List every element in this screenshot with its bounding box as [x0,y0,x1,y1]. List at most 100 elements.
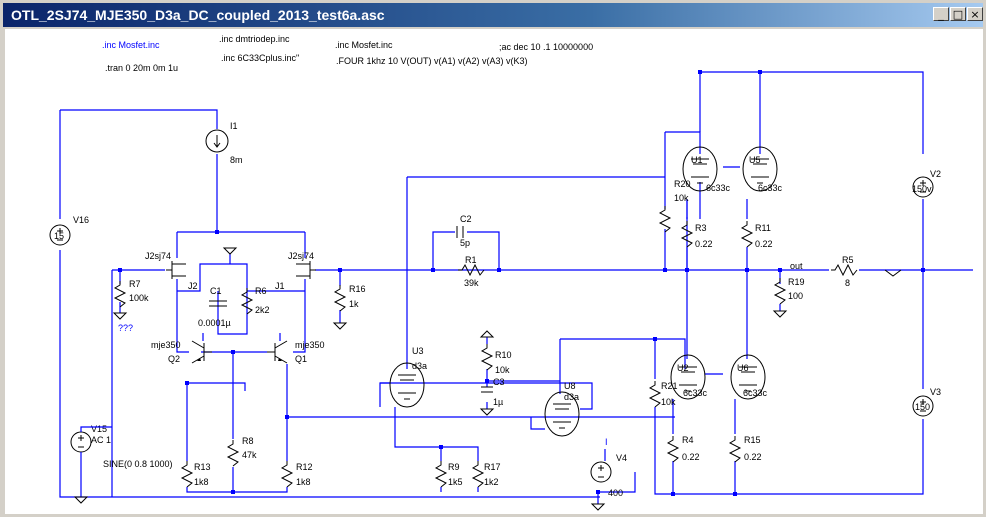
resistor-r5[interactable]: R5 8 [829,255,859,288]
ground-symbol [74,496,88,504]
resistor-r16[interactable]: R16 1k [334,284,366,312]
svg-text:V2: V2 [930,169,941,179]
svg-text:U2: U2 [677,363,689,373]
svg-text:1k: 1k [349,299,359,309]
svg-text:U1: U1 [691,155,703,165]
svg-text:R9: R9 [448,462,460,472]
svg-text:10k: 10k [661,397,676,407]
resistor-r7[interactable]: R7 100k [114,279,149,308]
resistor-r9[interactable]: R9 1k5 [435,460,463,488]
resistor-r6[interactable]: R6 2k2 [241,286,270,315]
svg-text:R12: R12 [296,462,313,472]
resistor-r1[interactable]: R1 39k [457,255,485,288]
tube-u1[interactable]: U1 6c33c [682,146,731,193]
resistor-r8[interactable]: R8 47k [227,436,257,467]
current-source-i1[interactable]: I1 8m [205,121,243,165]
resistor-r12[interactable]: R12 1k8 [281,460,313,488]
tube-u8[interactable]: U8 d3a [544,381,580,437]
resistor-r3[interactable]: R3 0.22 [681,220,713,249]
svg-text:Q1: Q1 [295,354,307,364]
svg-text:C2: C2 [460,214,472,224]
resistor-r11[interactable]: R11 0.22 [741,220,773,249]
svg-text:R4: R4 [682,435,694,445]
svg-text:R5: R5 [842,255,854,265]
svg-text:R8: R8 [242,436,254,446]
svg-text:10k: 10k [674,193,689,203]
svg-text:10k: 10k [495,365,510,375]
voltage-source-v2[interactable]: V2 150v [910,159,941,199]
jfet-j1[interactable]: J2sj74 J1 [275,251,317,291]
svg-text:6c33c: 6c33c [706,183,731,193]
directive-inc-mosfet-2: .inc Mosfet.inc [335,40,393,50]
wiring [59,71,973,504]
jfet-j2[interactable]: J2sj74 J2 [145,251,198,291]
svg-text:47k: 47k [242,450,257,460]
schematic-canvas[interactable]: .inc Mosfet.inc .tran 0 20m 0m 1u .inc d… [5,29,983,514]
ground-symbol [591,503,605,511]
svg-text:J2: J2 [188,281,198,291]
ground-symbol [480,408,494,416]
net-label-unknown: ??? [118,323,133,333]
svg-text:R19: R19 [788,277,805,287]
tube-u5[interactable]: U5 6c33c [742,146,783,193]
svg-text:5p: 5p [460,238,470,248]
svg-text:J2sj74: J2sj74 [288,251,314,261]
svg-text:1k5: 1k5 [448,477,463,487]
tube-u3[interactable]: U3 d3a [389,346,427,408]
svg-text:R7: R7 [129,279,141,289]
svg-text:0.22: 0.22 [755,239,773,249]
svg-text:R16: R16 [349,284,366,294]
svg-text:U8: U8 [564,381,576,391]
title-bar[interactable]: OTL_2SJ74_MJE350_D3a_DC_coupled_2013_tes… [3,3,983,27]
svg-text:C1: C1 [210,286,222,296]
resistor-r10[interactable]: R10 10k [481,343,512,375]
svg-text:100: 100 [788,291,803,301]
svg-text:R17: R17 [484,462,501,472]
resistor-r20[interactable]: R20 10k [659,179,691,233]
svg-text:mje350: mje350 [151,340,181,350]
voltage-source-v4[interactable]: V4 400 I [590,437,627,498]
ground-symbol [113,312,127,320]
svg-text:mje350: mje350 [295,340,325,350]
svg-text:39k: 39k [464,278,479,288]
svg-text:R21: R21 [661,381,678,391]
voltage-source-v16[interactable]: V16 15 [49,215,89,246]
svg-text:R6: R6 [255,286,267,296]
capacitor-c3[interactable]: C3 1µ [481,377,505,407]
svg-text:150v: 150v [912,184,932,194]
maximize-button[interactable]: □ [950,7,966,21]
directive-inc-dmtriode: .inc dmtriodep.inc [219,34,290,44]
voltage-source-v3[interactable]: V3 150 [910,387,941,419]
svg-text:R1: R1 [465,255,477,265]
ground-symbol [333,322,347,330]
minimize-button[interactable]: _ [933,7,949,21]
ground-symbol [884,269,902,277]
svg-text:C3: C3 [493,377,505,387]
transistor-q1[interactable]: mje350 Q1 [266,340,325,364]
capacitor-c1[interactable]: C1 0.0001µ [198,286,231,328]
resistor-r13[interactable]: R13 1k8 [181,460,211,488]
tube-u6[interactable]: U6 6c33c [730,354,768,400]
svg-text:V16: V16 [73,215,89,225]
svg-text:d3a: d3a [412,361,427,371]
svg-text:SINE(0 0.8 1000): SINE(0 0.8 1000) [103,459,173,469]
directive-ac: ;ac dec 10 .1 10000000 [499,42,593,52]
resistor-r15[interactable]: R15 0.22 [729,435,762,463]
svg-text:6c33c: 6c33c [683,388,708,398]
directive-inc-6c33c: .inc 6C33Cplus.inc" [221,53,299,63]
transistor-q2[interactable]: mje350 Q2 [151,340,213,364]
svg-text:8: 8 [845,278,850,288]
resistor-r21[interactable]: R21 10k [649,380,678,408]
capacitor-c2[interactable]: C2 5p [456,214,472,248]
svg-text:U3: U3 [412,346,424,356]
svg-text:R20: R20 [674,179,691,189]
svg-text:1k2: 1k2 [484,477,499,487]
close-button[interactable]: × [967,7,983,21]
resistor-r4[interactable]: R4 0.22 [667,435,700,463]
svg-text:1k8: 1k8 [194,477,209,487]
resistor-r17[interactable]: R17 1k2 [472,460,501,488]
resistor-r19[interactable]: R19 100 [774,277,805,305]
directive-inc-mosfet-1: .inc Mosfet.inc [102,40,160,50]
tube-u2[interactable]: U2 6c33c [670,354,708,400]
voltage-source-v15[interactable]: V15 AC 1 SINE(0 0.8 1000) [70,424,173,469]
